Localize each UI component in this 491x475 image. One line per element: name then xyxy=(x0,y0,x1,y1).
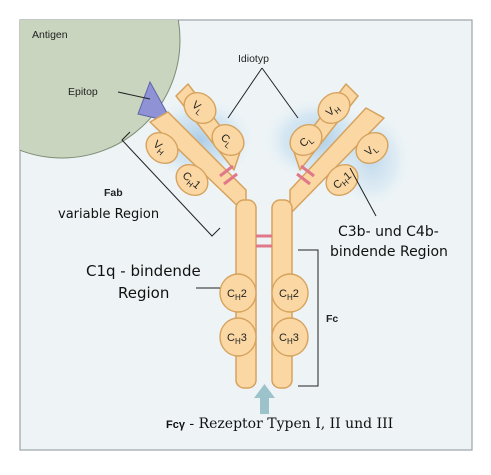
left-heavy-arm xyxy=(149,111,247,215)
left-ch3-text: CH3 xyxy=(227,332,247,346)
disulfide-bonds xyxy=(219,164,315,248)
left-disulfide-1 xyxy=(219,164,234,178)
antigen-shape xyxy=(20,20,181,159)
idiotyp-label: Idiotyp xyxy=(238,53,269,65)
c3b-label-line1: C3b- und C4b- xyxy=(338,224,439,240)
left-vh-text: VH xyxy=(149,138,168,157)
left-cl-domain xyxy=(211,123,245,157)
fab-label: Fab xyxy=(104,187,123,199)
c1q-label-line1: C1q - bindende xyxy=(86,262,201,280)
left-ch3-domain xyxy=(219,317,257,357)
domain-labels: VL CL VH CH1 VH CL VL CH1 CH2 CH3 CH2 CH… xyxy=(149,99,382,346)
left-ch1-domain xyxy=(175,163,209,197)
right-disulfide-1 xyxy=(300,164,315,178)
variable-region-label: variable Region xyxy=(58,207,159,222)
receptor-arrow-head xyxy=(254,384,275,398)
receptor-label: Fcγ - Rezeptor Typen I, II und III xyxy=(166,416,393,432)
left-ch2-domain xyxy=(219,273,257,313)
left-cl-text: CL xyxy=(217,132,236,151)
fc-label: Fc xyxy=(326,313,338,325)
antigen-label: Antigen xyxy=(32,29,68,41)
right-disulfide-2 xyxy=(296,172,311,186)
right-cl-text: CL xyxy=(297,132,316,151)
fc-bracket xyxy=(298,249,319,387)
left-vl-domain xyxy=(183,91,217,125)
right-cl-domain xyxy=(289,123,323,157)
idiotyp-pointer-left xyxy=(227,67,263,119)
right-vl-text: VL xyxy=(363,141,381,160)
right-vh-text: VH xyxy=(324,101,343,120)
epitope-label: Epitop xyxy=(68,86,98,98)
right-vh-domain xyxy=(317,91,351,125)
right-ch2-domain xyxy=(271,273,309,313)
right-heavy-arm xyxy=(289,107,385,215)
epitope-pointer xyxy=(117,91,151,100)
receptor-arrow xyxy=(254,384,275,414)
left-vh-domain xyxy=(145,131,179,165)
left-ch2-text: CH2 xyxy=(227,288,247,302)
c1q-label-line2: Region xyxy=(118,284,169,302)
c3b-label-line2: bindende Region xyxy=(330,244,448,260)
right-ch1-domain xyxy=(325,163,359,197)
antibody-domains xyxy=(145,91,389,357)
right-ch2-text: CH2 xyxy=(279,288,299,302)
right-vl-domain xyxy=(355,131,389,165)
receptor-arrow-shaft xyxy=(260,396,269,414)
right-ch1-text: CH1 xyxy=(331,170,355,193)
left-vl-text: VL xyxy=(188,99,206,118)
c3b-pointer xyxy=(349,167,377,217)
left-disulfide-2 xyxy=(223,172,238,186)
right-ch3-text: CH3 xyxy=(279,332,299,346)
idiotyp-pointer-right xyxy=(261,67,299,119)
right-ch3-domain xyxy=(271,317,309,357)
fab-bracket xyxy=(121,131,221,237)
